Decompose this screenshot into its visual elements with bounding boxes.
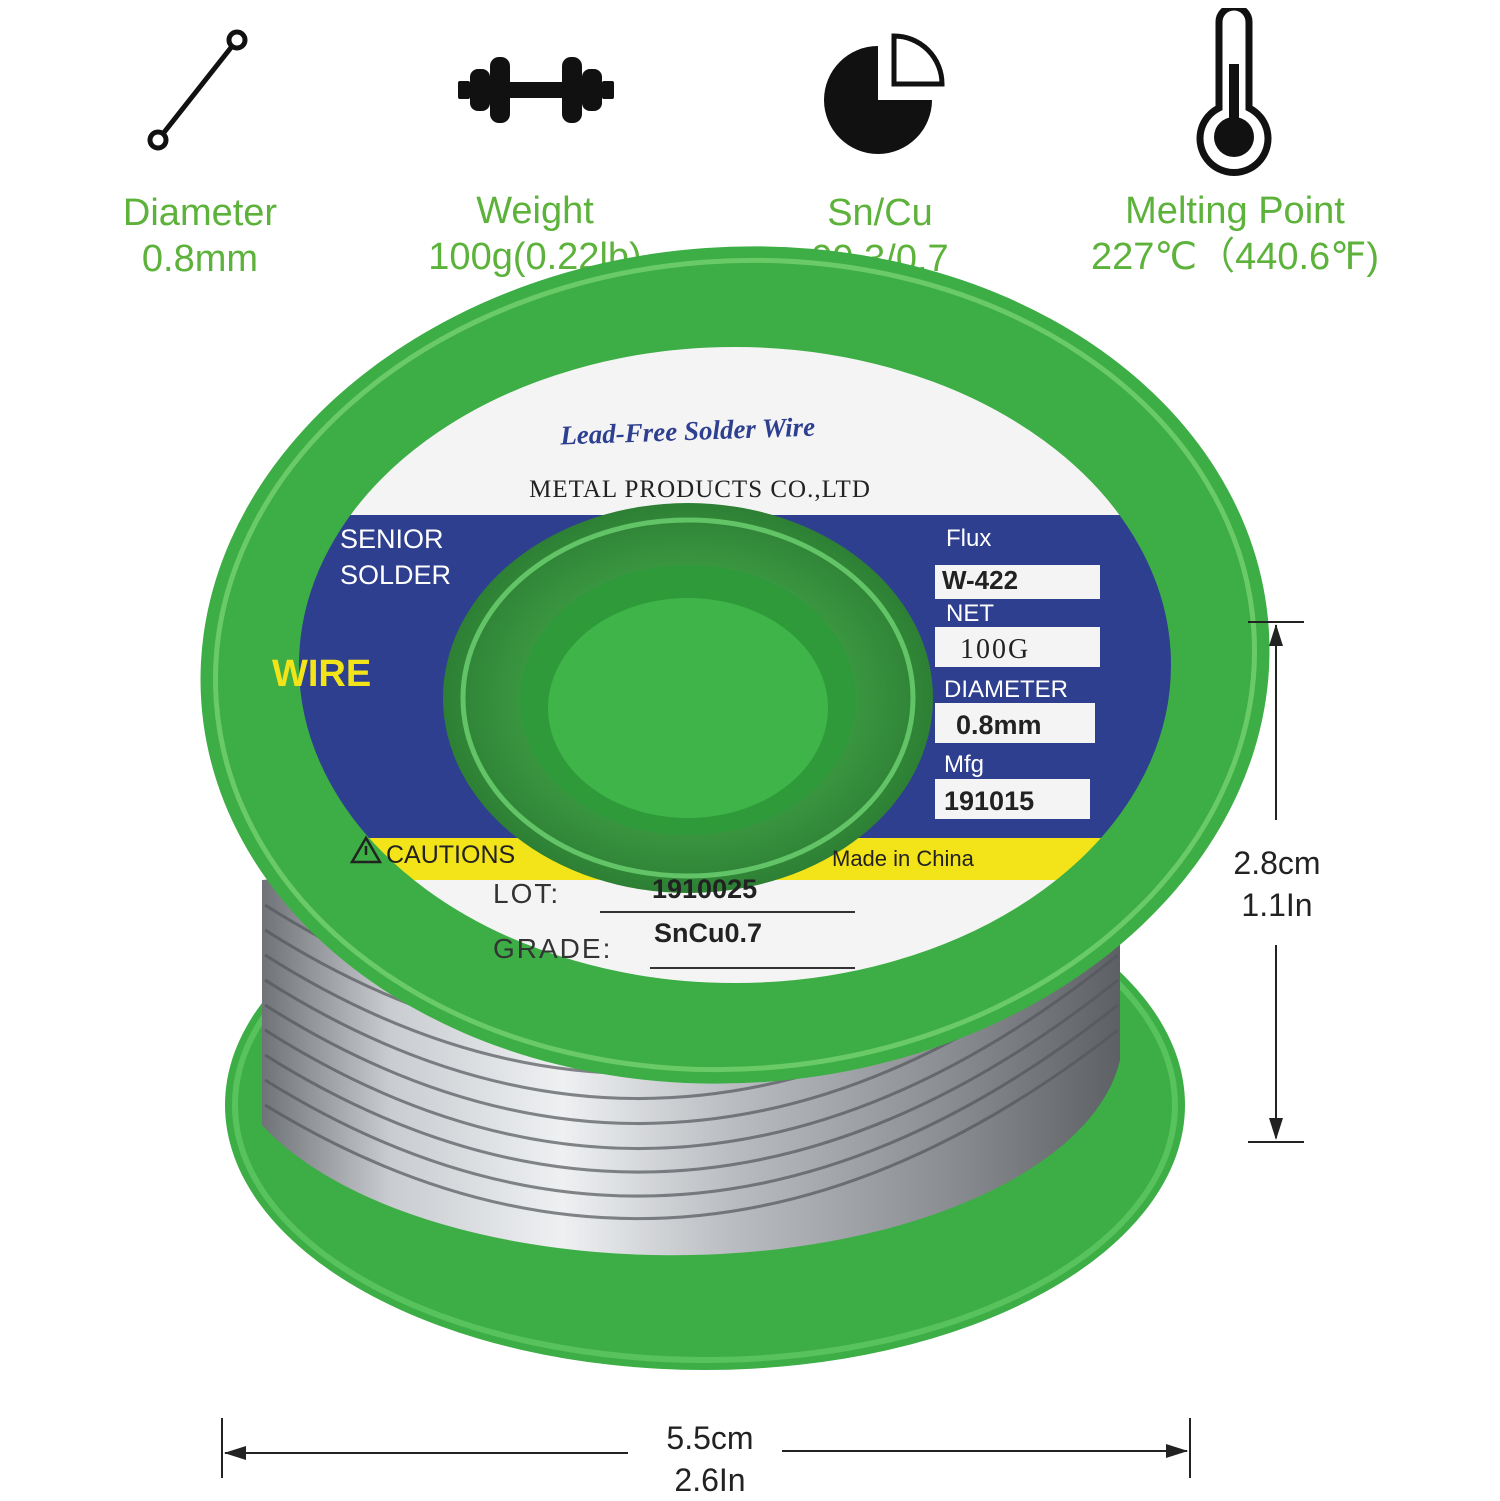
height-cm: 2.8cm bbox=[1233, 845, 1321, 881]
width-dimension-label: 5.5cm 2.6In bbox=[650, 1417, 770, 1501]
label-senior: SENIOR bbox=[340, 524, 444, 554]
label-grade: GRADE: bbox=[493, 933, 612, 964]
label-diameter-value: 0.8mm bbox=[956, 710, 1042, 740]
label-wire: WIRE bbox=[272, 653, 371, 695]
warning-icon bbox=[349, 835, 383, 864]
width-cm: 5.5cm bbox=[666, 1420, 754, 1456]
label-solder: SOLDER bbox=[340, 560, 451, 590]
pie-chart-icon bbox=[824, 33, 945, 154]
height-dimension-arrow bbox=[1248, 621, 1304, 1143]
label-flux-value: W-422 bbox=[942, 565, 1018, 595]
spec-value: 0.8mm bbox=[141, 238, 259, 280]
diameter-icon bbox=[147, 29, 248, 151]
spec-diameter: Diameter 0.8mm bbox=[60, 190, 340, 282]
label-mfg-value: 191015 bbox=[944, 786, 1034, 816]
label-company: METAL PRODUCTS CO.,LTD bbox=[529, 476, 871, 503]
label-grade-value: SnCu0.7 bbox=[654, 918, 762, 948]
label-made-in: Made in China bbox=[832, 846, 975, 871]
label-cautions: CAUTIONS bbox=[386, 841, 515, 869]
spec-label: Diameter bbox=[122, 192, 278, 234]
spec-label: Weight bbox=[476, 190, 594, 232]
label-mfg: Mfg bbox=[944, 751, 984, 778]
weight-dumbbell-icon bbox=[458, 57, 614, 123]
width-in: 2.6In bbox=[674, 1462, 746, 1498]
spec-label: Melting Point bbox=[1125, 190, 1345, 232]
width-dimension-arrow bbox=[221, 1418, 1191, 1478]
label-flux: Flux bbox=[946, 525, 991, 552]
label-lot: LOT: bbox=[493, 878, 560, 909]
label-lot-value: 1910025 bbox=[652, 874, 757, 904]
height-dimension-label: 2.8cm 1.1In bbox=[1222, 842, 1332, 926]
spec-melting-point: Melting Point 227℃（440.6℉) bbox=[1060, 188, 1410, 280]
label-net: NET bbox=[946, 600, 994, 627]
spec-value: 227℃（440.6℉) bbox=[1091, 236, 1379, 278]
height-in: 1.1In bbox=[1241, 887, 1313, 923]
spec-label: Sn/Cu bbox=[827, 192, 933, 234]
thermometer-icon bbox=[1196, 8, 1272, 177]
label-diameter: DIAMETER bbox=[944, 676, 1068, 703]
label-net-value: 100G bbox=[960, 634, 1030, 665]
